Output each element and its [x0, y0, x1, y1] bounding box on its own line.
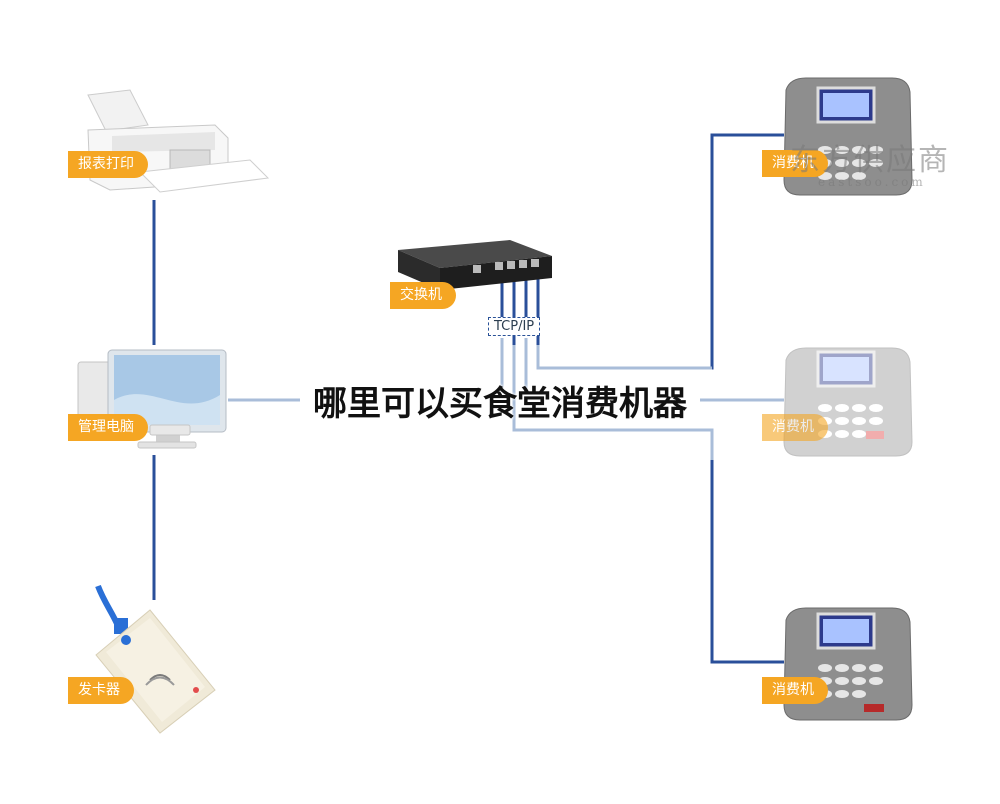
- connection-lines: [152, 133, 784, 664]
- terminal-2-label: 消费机: [762, 414, 828, 441]
- link-switch-terminal-3: [512, 290, 784, 664]
- link-switch-terminal-3-light: [512, 345, 714, 460]
- watermark-sub: eastsoo.com: [818, 175, 926, 189]
- watermark: 东方供应商 eastsoo.com: [790, 135, 950, 189]
- computer-label: 管理电脑: [68, 414, 148, 441]
- headline-text: 哪里可以买食堂消费机器: [313, 384, 687, 424]
- printer-icon: [87, 89, 270, 193]
- link-switch-terminal-1-light: [536, 345, 712, 370]
- terminal-3-label: 消费机: [762, 677, 828, 704]
- card-issuer-label: 发卡器: [68, 677, 134, 704]
- computer-icon: [77, 349, 227, 449]
- switch-label: 交换机: [390, 282, 456, 309]
- link-switch-terminal-1: [536, 133, 784, 370]
- watermark-main: 东方供应商: [790, 143, 950, 178]
- printer-label: 报表打印: [68, 151, 148, 178]
- terminal-1-label: 消费机: [762, 150, 828, 177]
- card-issuer-icon: [95, 584, 216, 734]
- protocol-label: TCP/IP: [488, 317, 541, 336]
- switch-icon: [398, 240, 552, 290]
